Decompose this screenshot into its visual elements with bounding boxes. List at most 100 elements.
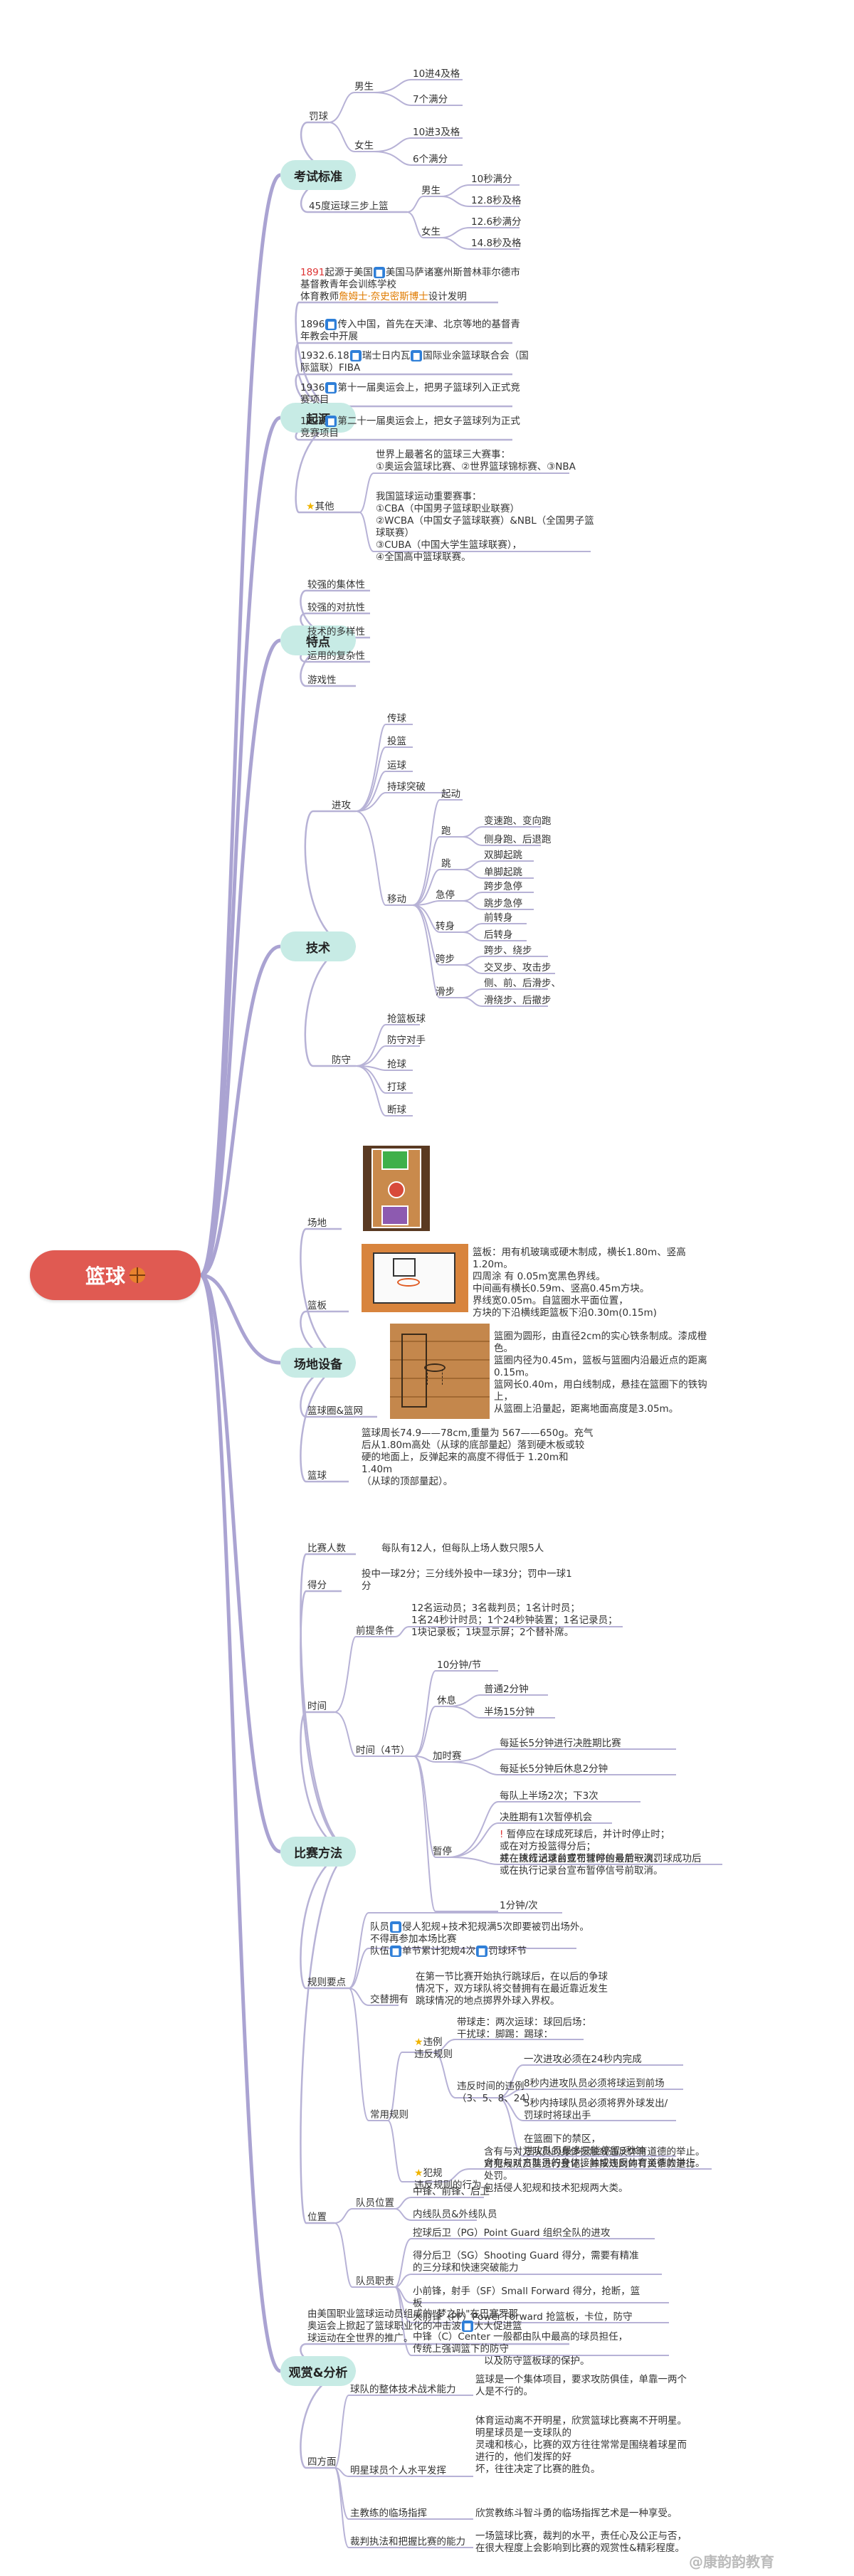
ball-d: 1.40m [362,1464,393,1475]
attack-item: 投篮 [387,736,406,747]
flag-icon: ▆ [349,350,362,361]
node-boys-a: 10进4及格 [413,68,460,80]
hp-e: 篮网长0.40m，用白线制成，悬挂在篮圈下的铁钩 [494,1379,707,1390]
node-score[interactable]: 得分 [307,1580,327,1591]
f2-c: 灵魂和核心，比赛的双方往往常常是围绕着球星而 [475,2439,687,2451]
duty-sf-b: 板 [413,2298,423,2309]
node-boys[interactable]: 男生 [354,81,374,93]
node-ball[interactable]: 篮球 [307,1470,327,1482]
hp-b: 色。 [494,1343,513,1354]
star-icon: ★ [414,2037,423,2048]
category-exam[interactable]: 考试标准 [280,160,356,190]
root-node[interactable]: 篮球 [30,1250,201,1300]
node-girls-b: 6个满分 [413,154,448,165]
node-duty[interactable]: 队员职责 [356,2276,394,2287]
node-jump-ball[interactable]: 交替拥有 [370,1994,408,2005]
f2-b: 明星球员是一支球队的 [475,2427,571,2439]
node-penalty[interactable]: 罚球 [309,111,328,122]
node-foul[interactable]: ★犯规 [414,2168,443,2179]
node-rules[interactable]: 规则要点 [307,1977,346,1988]
node-violation[interactable]: ★违例 [414,2037,443,2048]
foul-c-line: 处罚。 [484,2170,513,2182]
attack-item: 传球 [387,713,406,724]
duty-sg-a: 得分后卫（SG）Shooting Guard 得分，需要有精准 [413,2250,639,2261]
node-lb-b: 12.8秒及格 [471,195,522,206]
node-attack[interactable]: 进攻 [332,800,351,811]
node-hoop[interactable]: 篮球圈&篮网 [307,1405,364,1417]
node-four[interactable]: 四方面 [307,2456,337,2468]
node-f1[interactable]: 球队的整体技术战术能力 [350,2384,456,2395]
defense-item: 打球 [387,1082,406,1093]
node-rest[interactable]: 休息 [437,1695,456,1706]
node-origin-1896: 1896▆传入中国，首先在天津、北京等地的基督青 [300,319,520,330]
node-f4[interactable]: 裁判执法和把握比赛的能力 [350,2536,465,2548]
category-features[interactable]: 特点 [280,625,356,655]
alert-icon: ! [500,1829,504,1840]
court-image [363,1146,430,1231]
hp-a: 篮圈为圆形，由直径2cm的实心铁条制成。漆成橙 [494,1331,707,1342]
bb-d: 中间画有横长0.59m、竖高0.45m方块。 [473,1283,650,1294]
tv-e: 在篮圈下的禁区， [524,2133,601,2145]
duty-c-a: 中锋（C）Center 一般都由队中最高的球员担任， [413,2331,628,2343]
node-girls-a: 10进3及格 [413,127,460,138]
node-move[interactable]: 移动 [387,894,406,905]
pause-a: 每队上半场2次；下3次 [500,1790,599,1802]
hp-f: 上， [494,1391,513,1403]
foul-b-line: 对犯规队员要进行登记，并按规则的有关条款进行 [484,2158,695,2170]
move-run-b: 侧身跑、后退跑 [484,834,552,845]
node-defense[interactable]: 防守 [332,1055,351,1066]
bb-b: 1.20m。 [473,1259,513,1270]
node-f3[interactable]: 主教练的临场指挥 [350,2508,427,2519]
node-pre[interactable]: 前提条件 [356,1625,394,1637]
category-method[interactable]: 比赛方法 [280,1837,356,1867]
duty-sg-b: 的三分球和快速突破能力 [413,2262,519,2274]
walk-b: 干扰球：脚踢：踢球： [457,2029,553,2040]
pause-c: ! 暂停应在球成死球后，并计时停止时； [500,1829,670,1840]
node-lg-b: 14.8秒及格 [471,238,522,249]
move-stride[interactable]: 跨步 [436,954,455,965]
duty-c-c: 以及防守篮板球的保护。 [484,2355,590,2367]
category-view[interactable]: 观赏&分析 [280,2356,356,2386]
node-time[interactable]: 时间 [307,1701,327,1712]
move-turn[interactable]: 转身 [436,921,455,932]
node-layup-girls[interactable]: 女生 [421,226,441,238]
duty-pg: 控球后卫（PG）Point Guard 组织全队的进攻 [413,2227,611,2239]
node-ot[interactable]: 加时赛 [433,1751,462,1762]
node-other-x1-b: ①奥运会篮球比赛、②世界篮球锦标赛、③NBA [376,461,576,473]
move-jump-a: 双脚起跳 [484,850,522,861]
move-stop[interactable]: 急停 [436,890,455,901]
move-slide[interactable]: 滑步 [436,986,455,998]
node-backboard[interactable]: 篮板 [307,1300,327,1311]
node-quarters[interactable]: 时间（4节） [356,1745,411,1756]
move-start: 起动 [441,788,460,800]
ot-a: 每延长5分钟进行决胜期比赛 [500,1738,621,1749]
node-pause[interactable]: 暂停 [433,1846,452,1857]
node-other-x1-a: 世界上最著名的篮球三大赛事： [376,449,510,460]
node-origin-1976-b: 竞赛项目 [300,428,339,439]
f1-a: 篮球是一个集体项目，要求攻防俱佳，单靠一两个 [475,2374,687,2385]
category-origin[interactable]: 起源 [280,403,356,433]
node-court[interactable]: 场地 [307,1218,327,1229]
node-f2[interactable]: 明星球员个人水平发挥 [350,2465,446,2476]
node-players[interactable]: 比赛人数 [307,1543,346,1554]
flag-icon: ▆ [325,416,337,427]
move-stop-b: 跳步急停 [484,898,522,909]
move-run-a: 变速跑、变向跑 [484,815,552,827]
view-intro-a: 由美国职业篮球运动员组成的"梦之队"在巴塞罗那 [307,2308,518,2320]
jump-c: 跳球情况的地点掷界外球入界权。 [416,1995,560,2007]
node-pos[interactable]: 队员位置 [356,2197,394,2209]
node-time-violation[interactable]: 违反时间的违例 [457,2081,524,2092]
defense-item: 抢篮板球 [387,1013,426,1025]
move-jump[interactable]: 跳 [441,858,451,870]
bb-f: 方块的下沿横线距篮板下沿0.30m(0.15m) [473,1307,657,1319]
node-layup-boys[interactable]: 男生 [421,185,441,196]
node-layup[interactable]: 45度运球三步上篮 [309,201,389,212]
tv-d: 罚球时将球出手 [524,2110,591,2121]
node-position[interactable]: 位置 [307,2212,327,2223]
category-facility[interactable]: 场地设备 [280,1348,356,1378]
node-girls[interactable]: 女生 [354,140,374,152]
node-origin-other[interactable]: ★其他 [306,501,334,512]
move-run[interactable]: 跑 [441,825,451,837]
category-tech[interactable]: 技术 [280,931,356,961]
node-common[interactable]: 常用规则 [370,2109,408,2121]
